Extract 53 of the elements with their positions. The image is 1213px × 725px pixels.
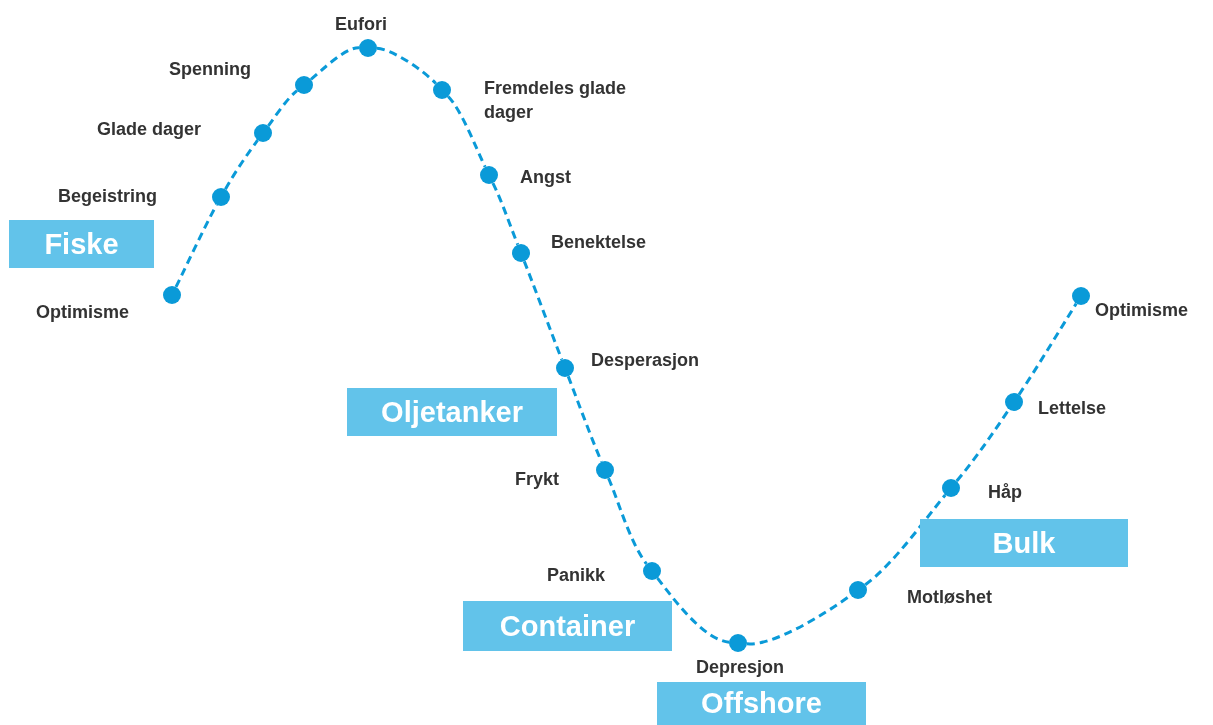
stage-dot [480, 166, 498, 184]
sector-box [347, 388, 557, 436]
stage-dot [295, 76, 313, 94]
stage-label: Optimisme [1095, 299, 1189, 322]
stage-dot [942, 479, 960, 497]
dashed-curve [267, 89, 298, 127]
sector-box [657, 682, 866, 725]
stage-label: Eufori [335, 13, 387, 36]
stage-dot [1072, 287, 1090, 305]
stage-label: Håp [988, 481, 1022, 504]
sector-box [463, 601, 672, 651]
stage-label: Optimisme [36, 301, 130, 324]
dashed-curve [310, 46, 360, 81]
stage-label: Frykt [515, 468, 559, 491]
stage-label: Glade dager [97, 118, 202, 141]
sector-label: Fiske [44, 227, 119, 261]
sector-label: Bulk [992, 526, 1056, 560]
stage-label: Fremdeles glade dager [484, 77, 628, 124]
stage-dot [433, 81, 451, 99]
dashed-curve [607, 477, 648, 565]
sector-label: Offshore [701, 687, 822, 720]
stage-dot [729, 634, 747, 652]
dashed-curve [656, 577, 730, 644]
stage-dot [596, 461, 614, 479]
stage-label: Desperasjon [591, 349, 700, 372]
stage-label: Spenning [169, 58, 251, 81]
dashed-curve [491, 182, 520, 246]
stage-label: Angst [520, 166, 571, 189]
stage-dot [556, 359, 574, 377]
sector-box [920, 519, 1128, 567]
stage-label: Depresjon [696, 656, 785, 679]
sector-box [9, 220, 154, 268]
stage-label: Benektelse [551, 231, 647, 254]
dashed-curve [447, 95, 487, 168]
stage-dot [163, 286, 181, 304]
stage-label: Panikk [547, 564, 606, 587]
stage-dot [1005, 393, 1023, 411]
stage-label: Lettelse [1038, 397, 1107, 420]
stage-dot [254, 124, 272, 142]
stage-dot [512, 244, 530, 262]
stage-dot [643, 562, 661, 580]
dashed-curve [955, 408, 1011, 483]
sector-label: Container [499, 609, 636, 643]
dashed-curve [376, 46, 437, 85]
sector-label: Oljetanker [381, 395, 523, 429]
stage-label: Motløshet [907, 586, 992, 609]
dashed-curve [224, 139, 259, 190]
dashed-curve [864, 494, 947, 586]
stage-label: Begeistring [58, 185, 158, 208]
stage-dot [212, 188, 230, 206]
stage-dot [849, 581, 867, 599]
dashed-curve [522, 260, 564, 361]
stage-dot [359, 39, 377, 57]
